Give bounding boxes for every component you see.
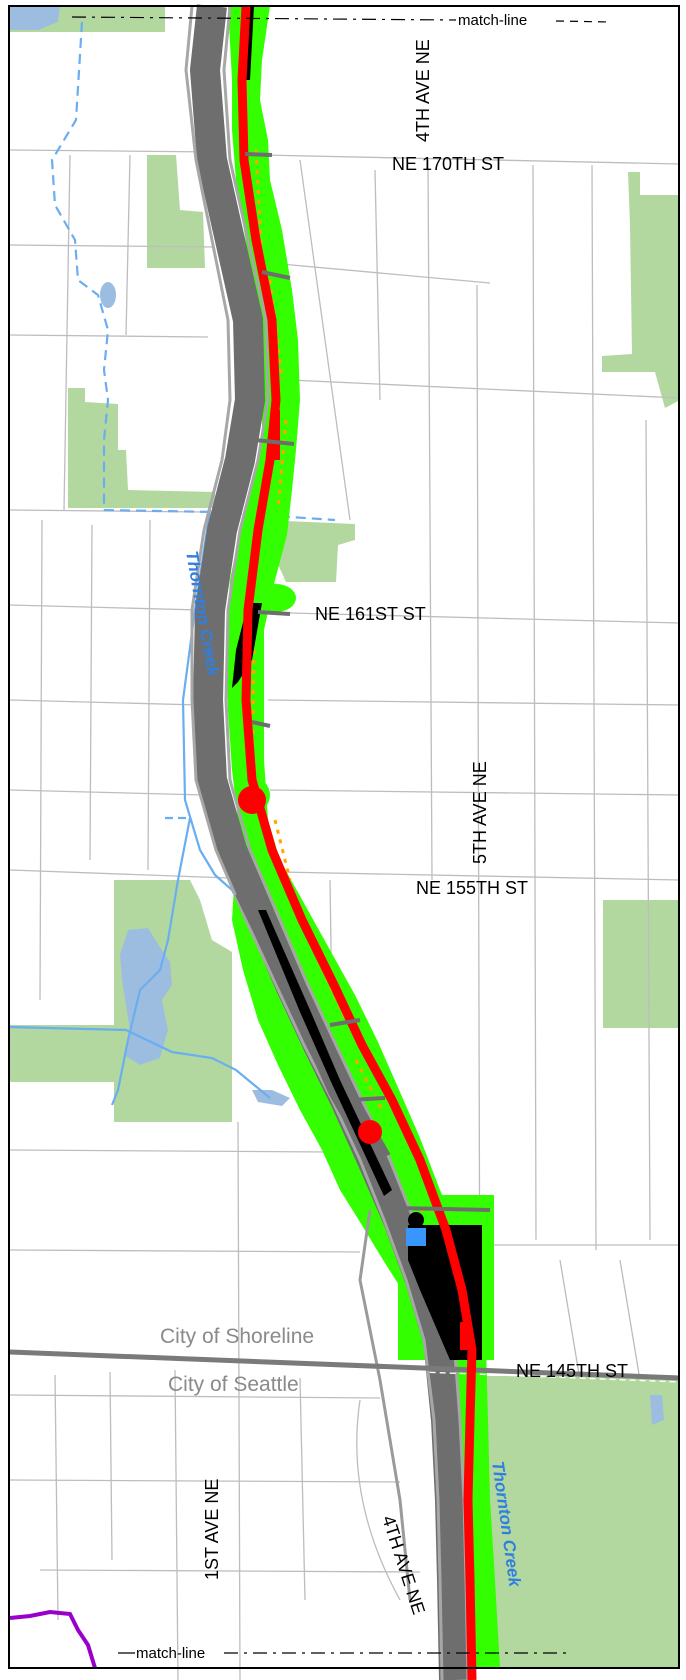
street-label-ne-145th: NE 145TH ST bbox=[516, 1361, 628, 1381]
city-label-seattle: City of Seattle bbox=[168, 1373, 299, 1396]
street-label-4th-ave-ne-north: 4TH AVE NE bbox=[413, 39, 433, 142]
match-line-top-label: match-line bbox=[458, 12, 527, 29]
utility-marker bbox=[406, 1228, 426, 1246]
street-label-ne-161st: NE 161ST ST bbox=[315, 604, 426, 624]
red-patches bbox=[238, 410, 470, 1350]
street-label-ne-155th: NE 155TH ST bbox=[416, 878, 528, 898]
match-line-top: match-line bbox=[71, 12, 611, 29]
street-label-5th-ave-ne: 5TH AVE NE bbox=[470, 761, 490, 864]
district-boundary bbox=[9, 1609, 97, 1669]
street-grid bbox=[9, 149, 681, 1680]
water-layer bbox=[10, 6, 664, 1425]
match-line-bottom: match-line bbox=[118, 1645, 568, 1662]
match-line-bottom-label: match-line bbox=[136, 1645, 205, 1662]
ne-145th-corridor bbox=[9, 1349, 681, 1383]
street-label-1st-ave-ne: 1ST AVE NE bbox=[202, 1479, 222, 1580]
access-stripes bbox=[244, 152, 491, 1212]
map-border bbox=[8, 5, 680, 1669]
city-label-shoreline: City of Shoreline bbox=[160, 1325, 314, 1348]
street-label-ne-170th: NE 170TH ST bbox=[392, 154, 504, 174]
light-rail-alignment bbox=[237, 5, 477, 1680]
